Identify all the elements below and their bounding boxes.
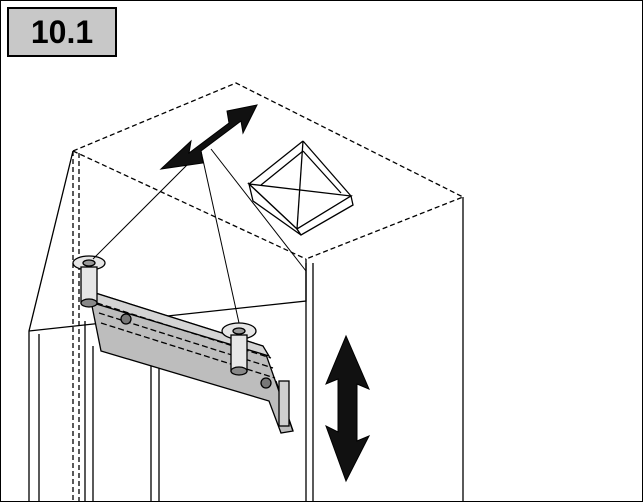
wall-mounting-bracket: [87, 289, 294, 434]
pointer-lines: [92, 148, 307, 324]
vent-cap-icon: [247, 140, 354, 236]
appliance-front-casing: [28, 150, 307, 501]
adjustment-screw-icon: [72, 255, 132, 325]
step-number-badge: 10.1: [7, 7, 117, 57]
adjustment-screw-icon: [221, 322, 272, 389]
appliance-top-face: [72, 82, 465, 260]
vertical-adjust-arrow-icon: [325, 334, 371, 483]
appliance-right-side: [305, 197, 464, 501]
horizontal-adjust-arrow-icon: [159, 104, 258, 170]
